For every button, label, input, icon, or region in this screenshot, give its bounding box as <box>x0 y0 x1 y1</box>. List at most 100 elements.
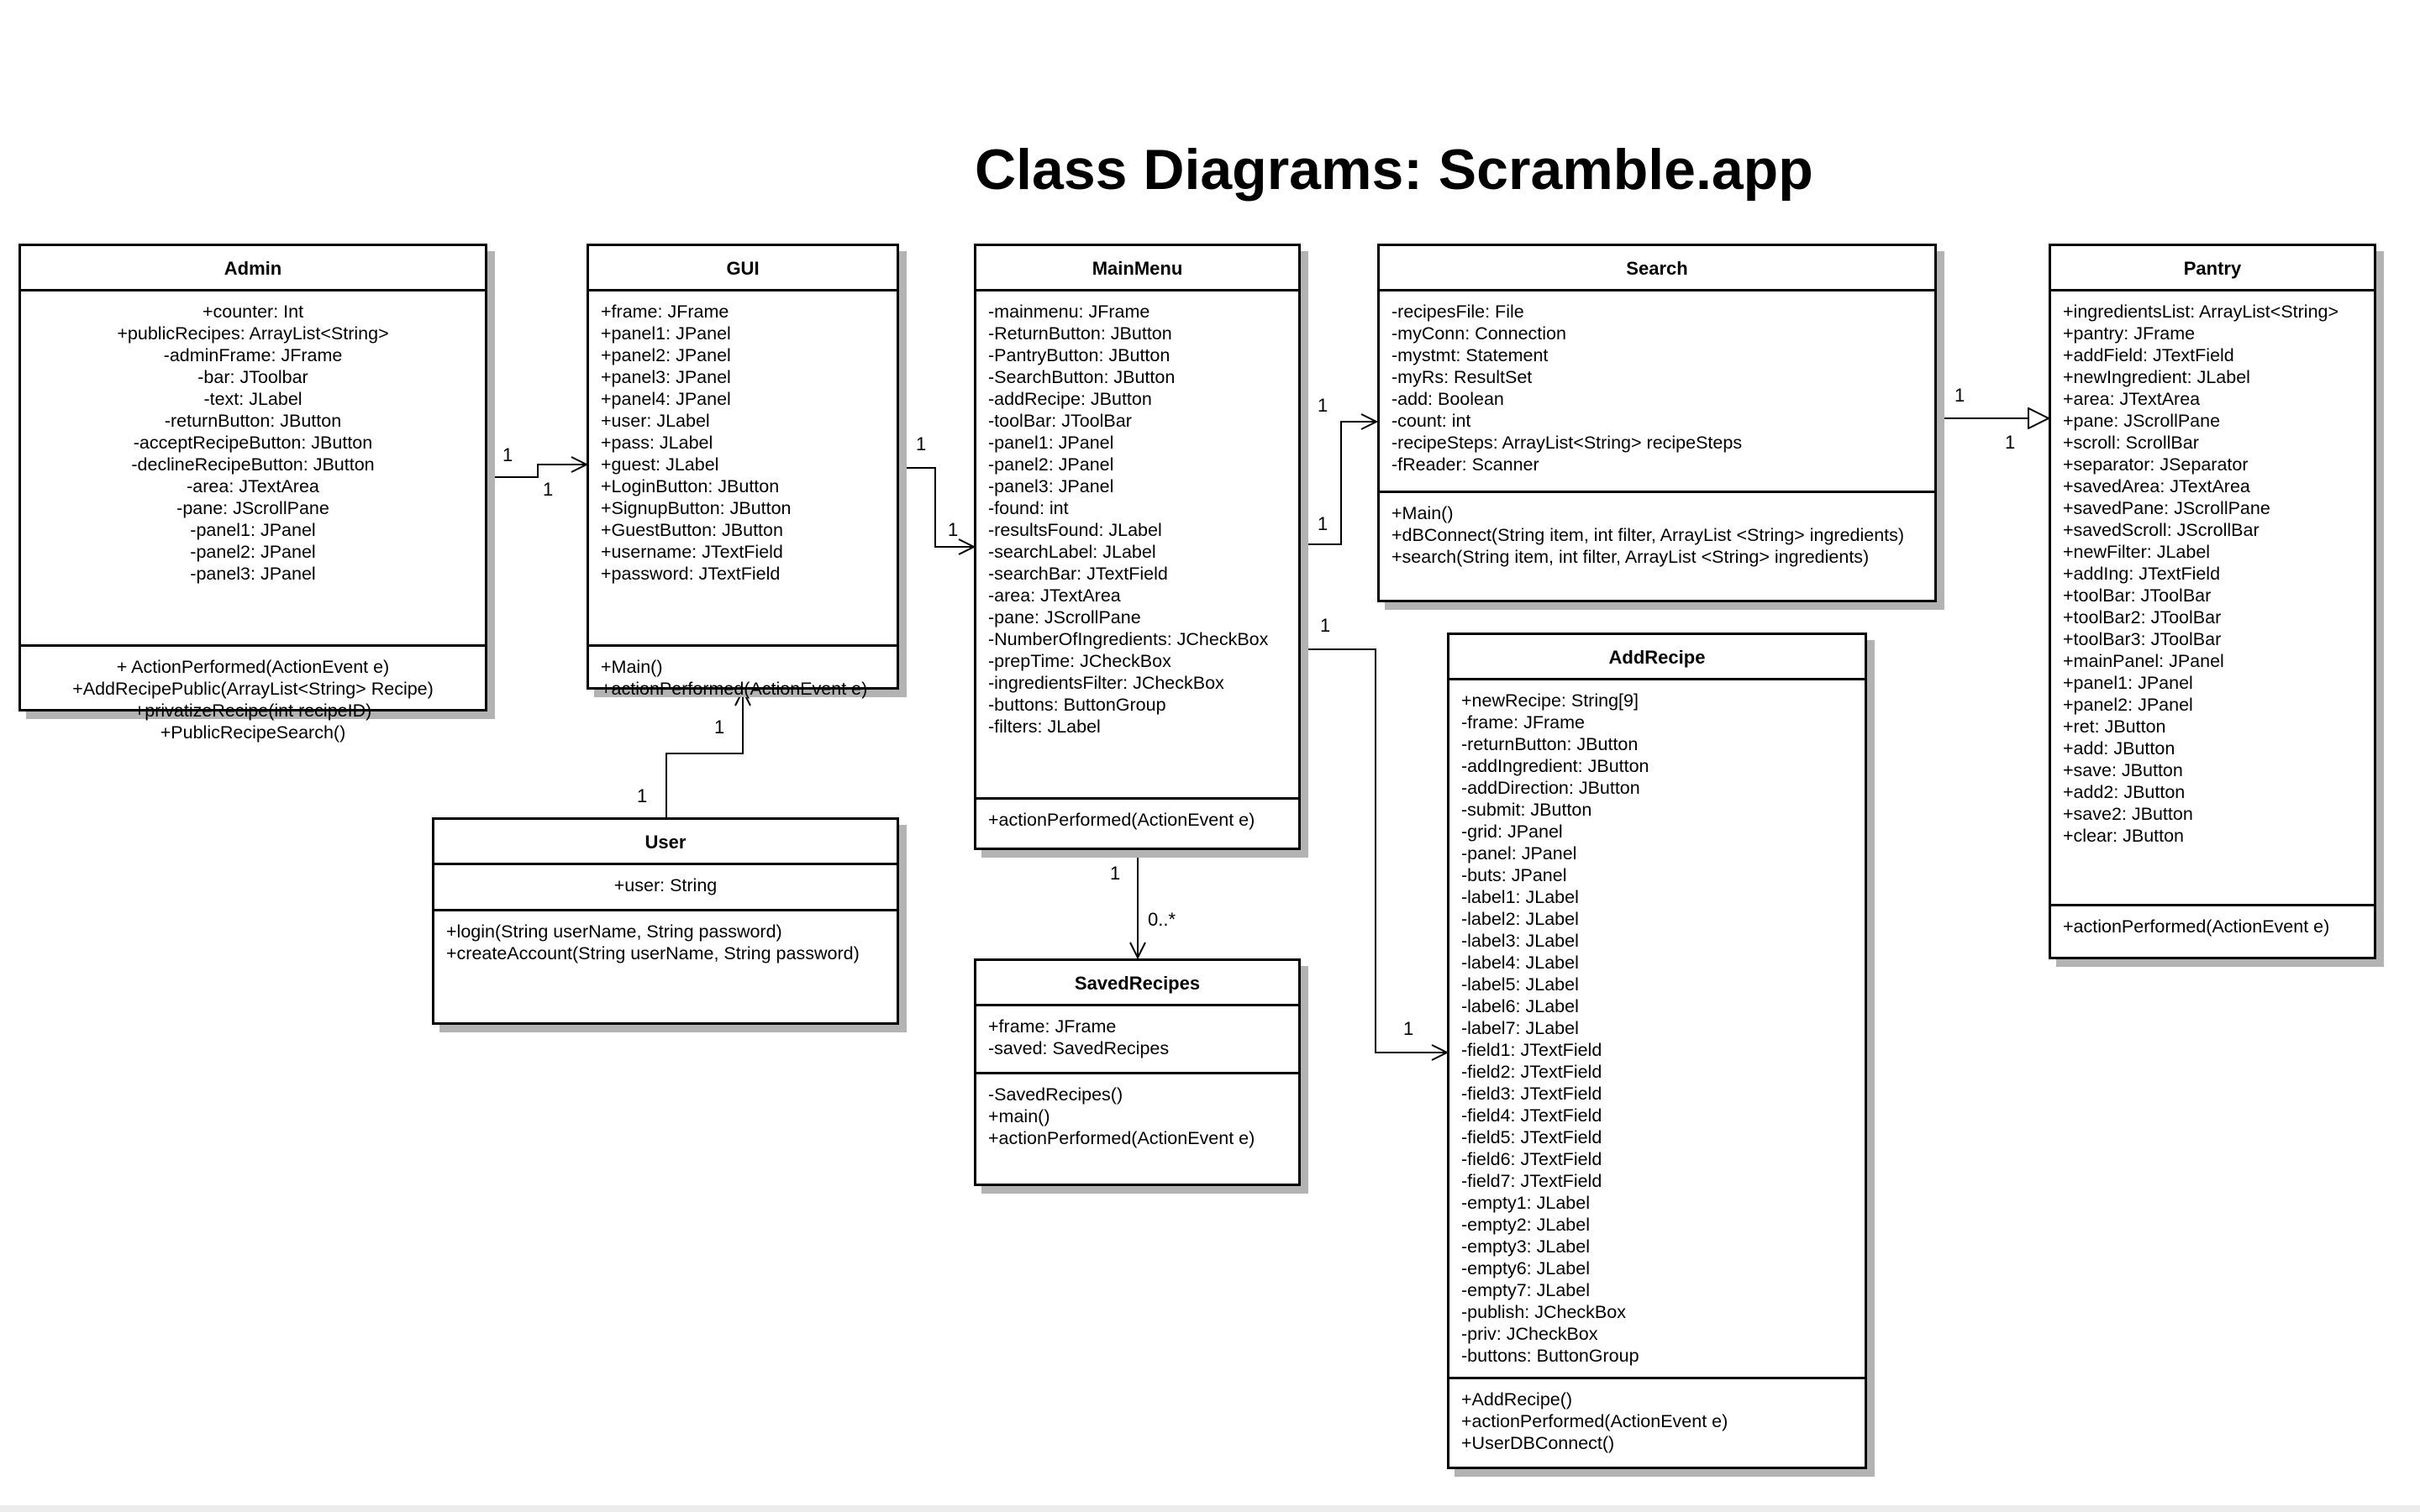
attribute-item: -text: JLabel <box>203 389 302 409</box>
attribute-item: -addDirection: JButton <box>1461 778 1640 798</box>
page-title: Class Diagrams: Scramble.app <box>975 138 1813 202</box>
attribute-item: -count: int <box>1392 411 1471 431</box>
attribute-item: -NumberOfIngredients: JCheckBox <box>988 629 1269 649</box>
class-user: User +user: String +login(String userNam… <box>432 817 899 1025</box>
attributes-list: +frame: JFrame-saved: SavedRecipes <box>976 1006 1298 1074</box>
operations-list: +actionPerformed(ActionEvent e) <box>2051 906 2374 957</box>
attribute-item: +toolBar3: JToolBar <box>2063 629 2222 649</box>
class-name: MainMenu <box>976 246 1298 291</box>
attribute-item: -myConn: Connection <box>1392 323 1566 344</box>
attribute-item: -field5: JTextField <box>1461 1127 1602 1147</box>
attribute-item: -saved: SavedRecipes <box>988 1038 1170 1058</box>
operation-item: +Main() <box>1392 503 1454 523</box>
operation-item: +actionPerformed(ActionEvent e) <box>988 810 1255 830</box>
attribute-item: -publish: JCheckBox <box>1461 1302 1626 1322</box>
class-name: Admin <box>21 246 485 291</box>
attribute-item: -pane: JScrollPane <box>176 498 329 518</box>
edge-mainmenu-savedrecipes: 1 0..* <box>1110 850 1176 958</box>
attribute-item: +pass: JLabel <box>601 433 713 453</box>
attribute-item: -label7: JLabel <box>1461 1018 1579 1038</box>
class-name: AddRecipe <box>1449 635 1865 680</box>
attribute-item: -panel3: JPanel <box>988 476 1114 496</box>
attributes-list: +user: String <box>434 865 897 911</box>
class-name: Pantry <box>2051 246 2374 291</box>
attribute-item: +counter: Int <box>202 302 304 322</box>
window-bottom-edge <box>0 1505 2420 1512</box>
attribute-item: +savedArea: JTextArea <box>2063 476 2250 496</box>
edge-mainmenu-search: 1 1 <box>1301 395 1376 545</box>
edge-mainmenu-addrecipe: 1 1 <box>1301 615 1447 1053</box>
attribute-item: -area: JTextArea <box>187 476 319 496</box>
attribute-item: -empty2: JLabel <box>1461 1215 1590 1235</box>
attribute-item: -bar: JToolbar <box>197 367 308 387</box>
attribute-item: -panel2: JPanel <box>988 454 1114 475</box>
attribute-item: -panel2: JPanel <box>190 542 316 562</box>
attribute-item: -panel3: JPanel <box>190 564 316 584</box>
multiplicity-label: 1 <box>916 433 926 454</box>
attribute-item: +toolBar2: JToolBar <box>2063 607 2222 627</box>
attribute-item: -label1: JLabel <box>1461 887 1579 907</box>
multiplicity-label: 1 <box>1318 395 1328 416</box>
attribute-item: -prepTime: JCheckBox <box>988 651 1171 671</box>
multiplicity-label: 1 <box>1318 513 1328 534</box>
attribute-item: -mystmt: Statement <box>1392 345 1549 365</box>
attribute-item: -addIngredient: JButton <box>1461 756 1649 776</box>
multiplicity-label: 1 <box>948 519 958 540</box>
operation-item: +main() <box>988 1106 1050 1126</box>
operations-list: +AddRecipe()+actionPerformed(ActionEvent… <box>1449 1379 1865 1467</box>
attribute-item: +clear: JButton <box>2063 826 2185 846</box>
attribute-item: -filters: JLabel <box>988 717 1101 737</box>
operations-list: +Main()+actionPerformed(ActionEvent e) <box>589 647 897 708</box>
multiplicity-label: 1 <box>2005 432 2015 453</box>
attribute-item: +panel4: JPanel <box>601 389 731 409</box>
multiplicity-label: 1 <box>502 444 513 465</box>
attribute-item: -myRs: ResultSet <box>1392 367 1533 387</box>
attribute-item: -searchBar: JTextField <box>988 564 1168 584</box>
operation-item: +AddRecipe() <box>1461 1389 1573 1410</box>
attribute-item: -resultsFound: JLabel <box>988 520 1162 540</box>
attribute-item: -panel1: JPanel <box>988 433 1114 453</box>
attribute-item: -field7: JTextField <box>1461 1171 1602 1191</box>
attribute-item: +username: JTextField <box>601 542 783 562</box>
multiplicity-label: 1 <box>637 785 647 806</box>
attribute-item: +ret: JButton <box>2063 717 2166 737</box>
attribute-item: -recipeSteps: ArrayList<String> recipeSt… <box>1392 433 1743 453</box>
attribute-item: -fReader: Scanner <box>1392 454 1539 475</box>
attribute-item: +panel3: JPanel <box>601 367 731 387</box>
operations-list: +login(String userName, String password)… <box>434 911 897 1022</box>
attribute-item: +panel1: JPanel <box>601 323 731 344</box>
operation-item: +PublicRecipeSearch() <box>160 722 346 743</box>
attribute-item: +panel2: JPanel <box>2063 695 2193 715</box>
operations-list: -SavedRecipes()+main()+actionPerformed(A… <box>976 1074 1298 1184</box>
attribute-item: -buttons: ButtonGroup <box>988 695 1166 715</box>
attribute-item: +newRecipe: String[9] <box>1461 690 1639 711</box>
attributes-list: +newRecipe: String[9]-frame: JFrame-retu… <box>1449 680 1865 1379</box>
attribute-item: +guest: JLabel <box>601 454 719 475</box>
multiplicity-label: 0..* <box>1148 909 1176 930</box>
operation-item: + ActionPerformed(ActionEvent e) <box>116 657 390 677</box>
attribute-item: +toolBar: JToolBar <box>2063 585 2212 606</box>
edge-admin-gui: 1 1 <box>489 444 587 500</box>
attribute-item: -found: int <box>988 498 1069 518</box>
attribute-item: +GuestButton: JButton <box>601 520 783 540</box>
attribute-item: +panel2: JPanel <box>601 345 731 365</box>
attribute-item: -label4: JLabel <box>1461 953 1579 973</box>
attribute-item: +frame: JFrame <box>988 1016 1117 1037</box>
multiplicity-label: 1 <box>1110 863 1120 884</box>
attribute-item: -priv: JCheckBox <box>1461 1324 1598 1344</box>
attribute-item: +mainPanel: JPanel <box>2063 651 2224 671</box>
attribute-item: +save2: JButton <box>2063 804 2193 824</box>
operation-item: +Main() <box>601 657 663 677</box>
class-addrecipe: AddRecipe +newRecipe: String[9]-frame: J… <box>1447 633 1867 1469</box>
attribute-item: -SearchButton: JButton <box>988 367 1176 387</box>
operation-item: +actionPerformed(ActionEvent e) <box>988 1128 1255 1148</box>
attribute-item: -addRecipe: JButton <box>988 389 1152 409</box>
operation-item: +actionPerformed(ActionEvent e) <box>601 679 868 699</box>
attribute-item: -buts: JPanel <box>1461 865 1567 885</box>
attribute-item: -area: JTextArea <box>988 585 1121 606</box>
attribute-item: +add: JButton <box>2063 738 2175 759</box>
operations-list: +Main()+dBConnect(String item, int filte… <box>1380 493 1934 600</box>
operation-item: +login(String userName, String password) <box>446 921 782 942</box>
operation-item: +createAccount(String userName, String p… <box>446 943 860 963</box>
